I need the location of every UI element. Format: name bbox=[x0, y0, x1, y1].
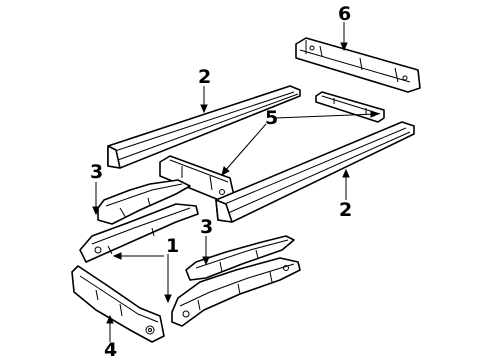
leader-5-b bbox=[275, 113, 377, 119]
callout-6: 6 bbox=[338, 3, 351, 25]
callout-1: 1 bbox=[166, 235, 179, 257]
callout-3-left: 3 bbox=[90, 161, 103, 183]
part-3-member-right bbox=[185, 235, 295, 281]
callout-2-upper: 2 bbox=[198, 66, 211, 88]
part-1-frame-rail-left bbox=[79, 203, 199, 263]
part-1-frame-rail-right bbox=[171, 257, 301, 327]
part-4-reinforcement bbox=[71, 265, 165, 343]
part-2-side-rail-lower bbox=[215, 121, 415, 223]
leader-lines bbox=[92, 22, 380, 342]
part-5-crossmember-left bbox=[159, 155, 235, 203]
callout-3-right: 3 bbox=[200, 216, 213, 238]
callout-2-lower: 2 bbox=[339, 199, 352, 221]
part-2-side-rail-upper bbox=[107, 85, 301, 169]
callout-5: 5 bbox=[265, 107, 278, 129]
part-3-member-left bbox=[97, 179, 191, 225]
part-5-crossmember-right bbox=[315, 91, 385, 123]
part-6-rear-crossmember bbox=[295, 37, 421, 93]
callout-4: 4 bbox=[104, 339, 117, 360]
leader-5-a bbox=[223, 123, 267, 173]
